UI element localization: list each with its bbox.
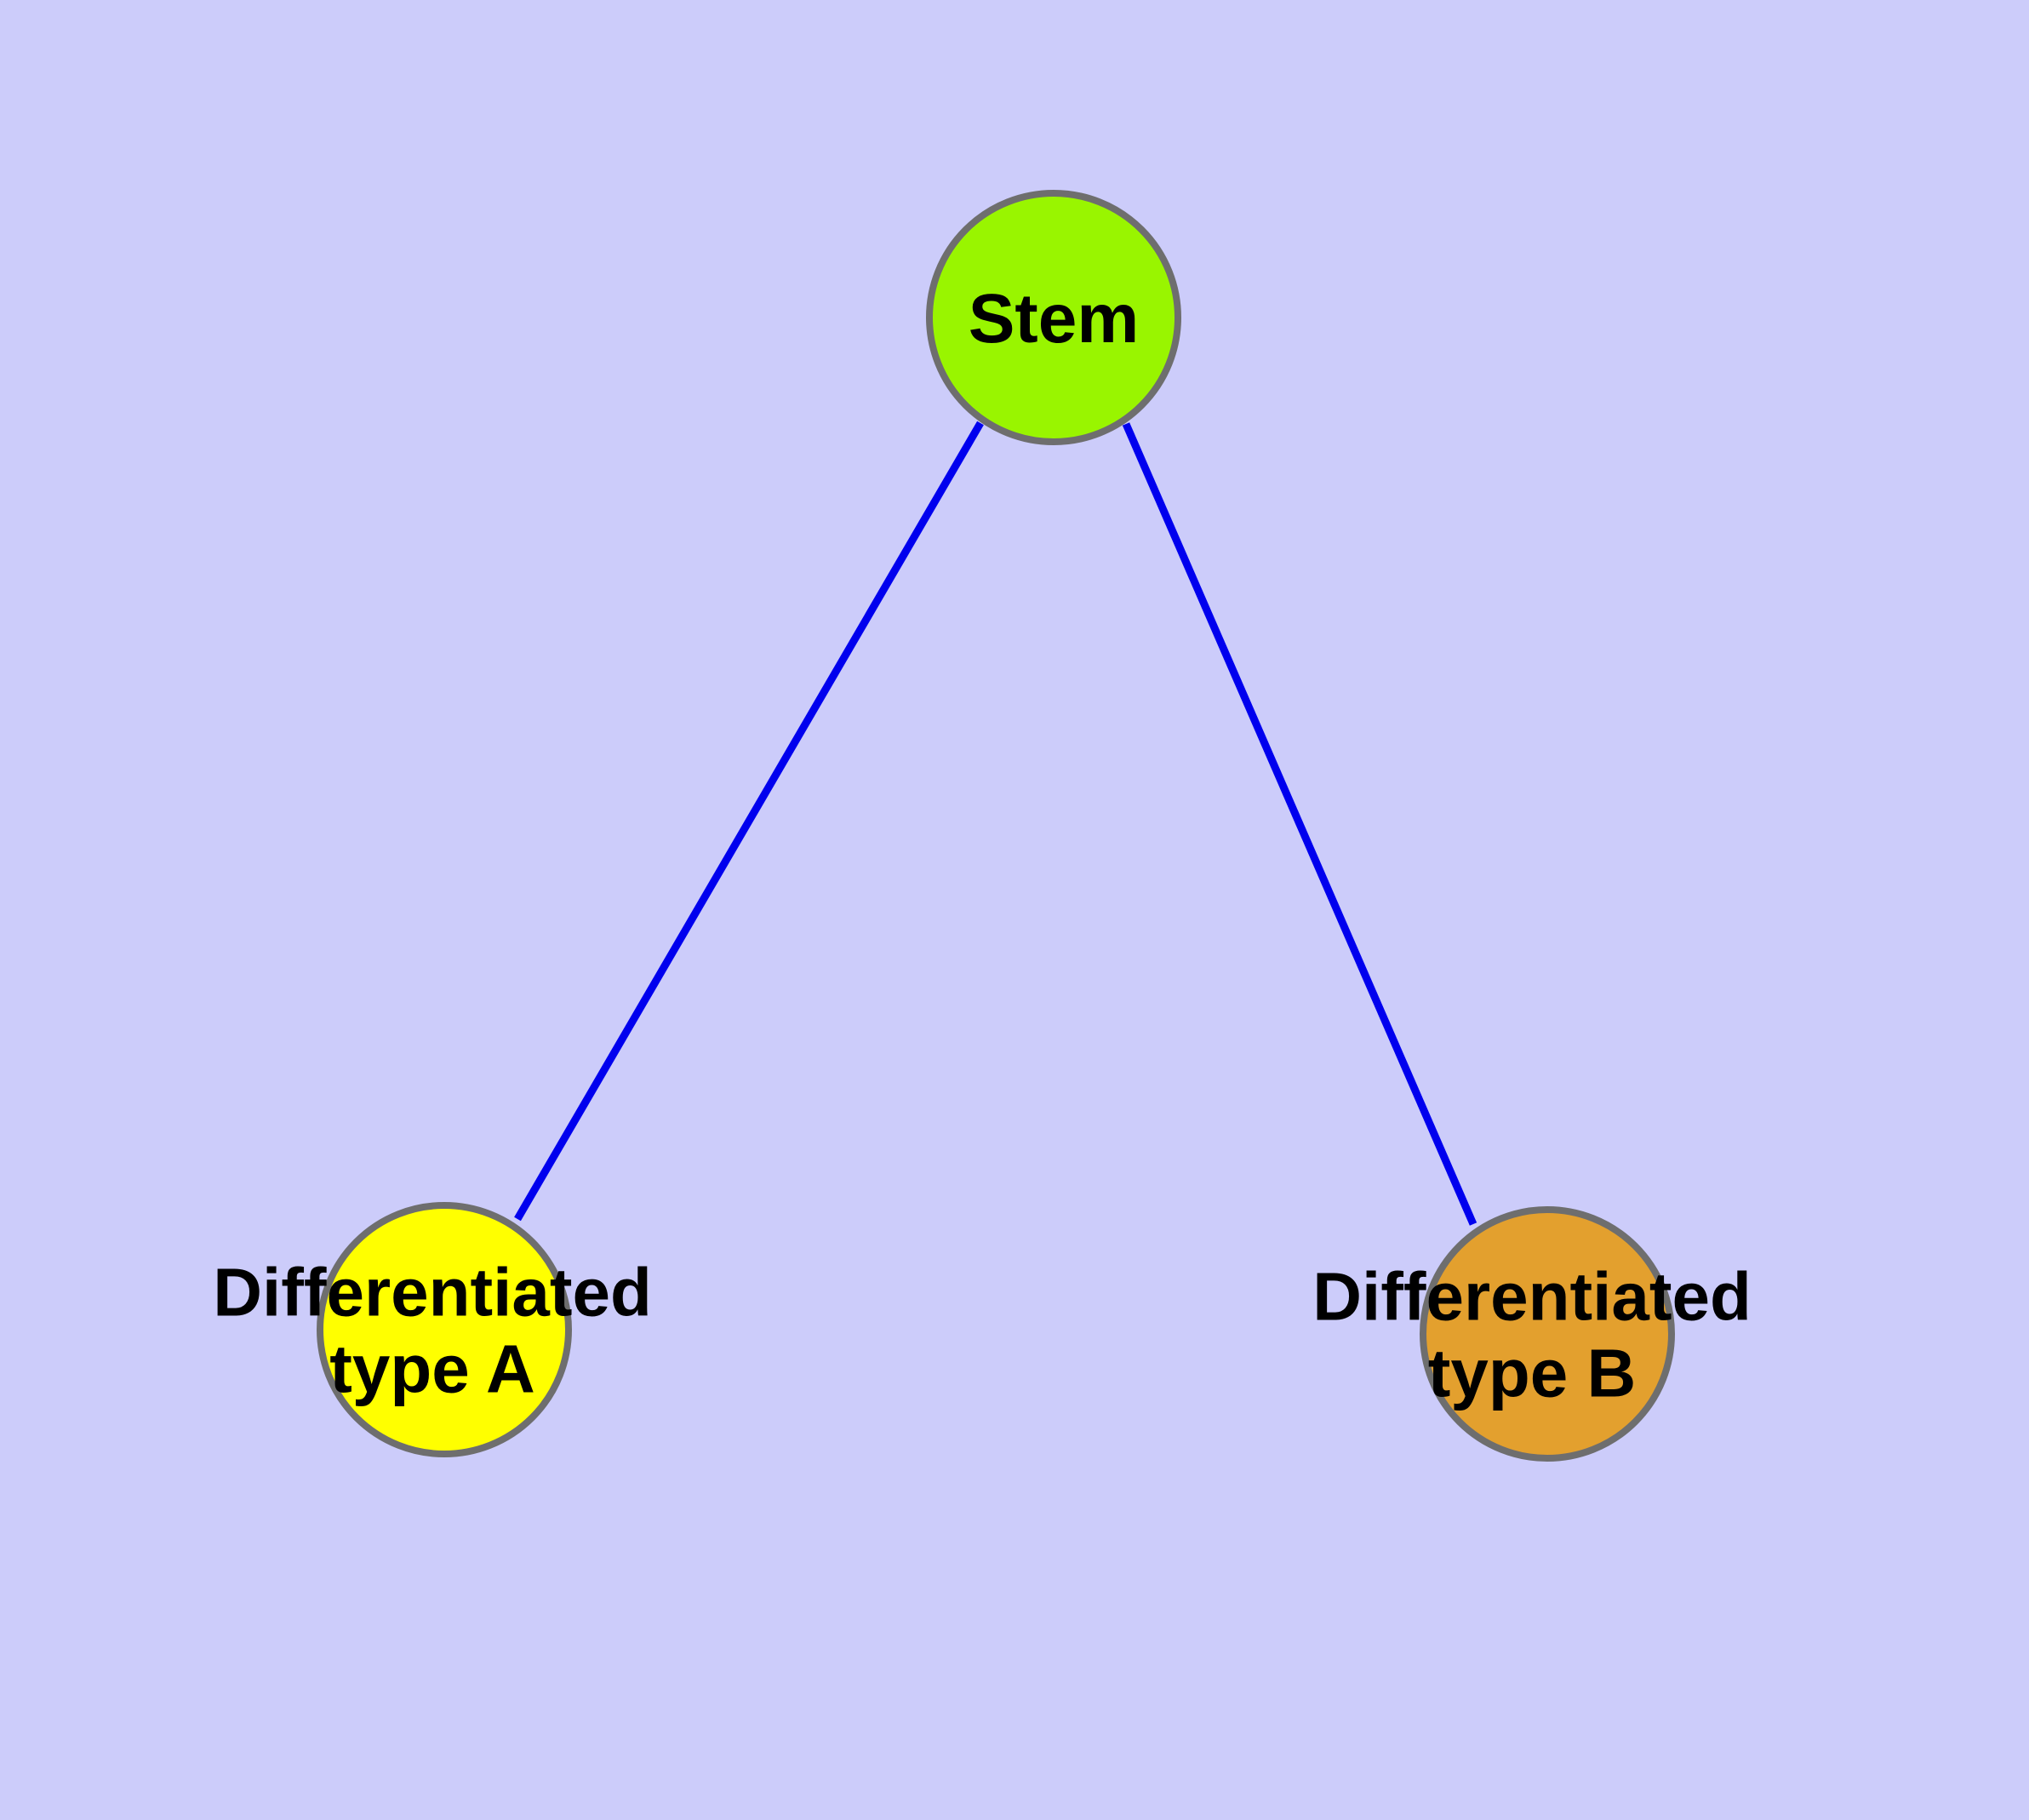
node-circle-stem[interactable] <box>926 190 1181 445</box>
edge-stem-to-b[interactable] <box>1122 422 1477 1226</box>
edges-group <box>514 421 1477 1226</box>
nodes-group <box>317 190 1675 1462</box>
edge-stem-to-a[interactable] <box>514 421 984 1222</box>
node-circle-diff_a[interactable] <box>317 1202 572 1457</box>
node-circle-diff_b[interactable] <box>1420 1206 1675 1462</box>
